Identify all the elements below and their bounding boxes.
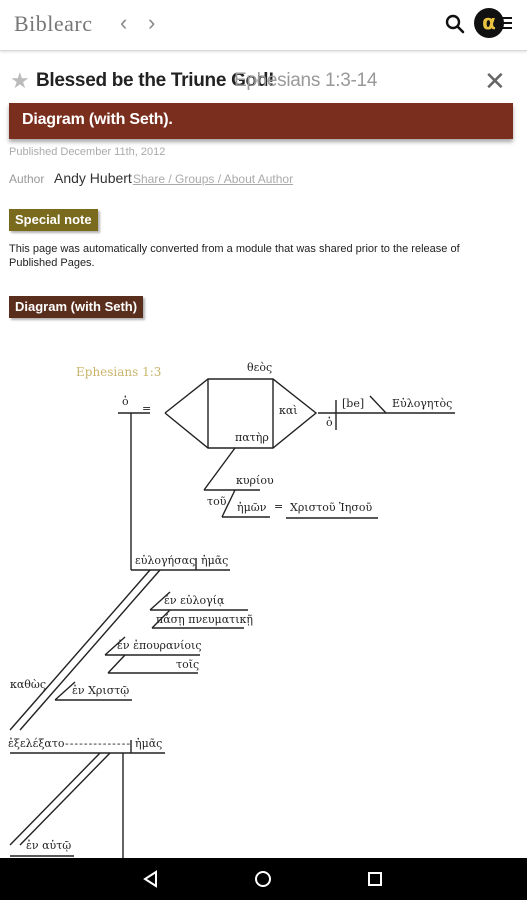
sentence-diagram: Ephesians 1:3 ὁ = θεὸς καὶ πατὴρ ὁ [be] … [8, 361, 455, 858]
special-note-label: Special note [9, 209, 98, 231]
section-banner: Diagram (with Seth). [9, 103, 513, 139]
biblearc-alpha-icon: α [474, 8, 504, 38]
word-theos: θεὸς [247, 361, 272, 374]
page-title: Blessed be the Triune God! [36, 70, 275, 91]
word-christou: Χριστοῦ Ἰησοῦ [290, 501, 372, 514]
word-kathos: καθὼς [10, 678, 46, 691]
diagram-label-title: Diagram (with Seth) [15, 299, 138, 314]
placeholder-dashes: -------------- [65, 737, 131, 750]
menu-button[interactable]: α [474, 6, 514, 42]
author-label: Author [9, 172, 45, 186]
word-en-christo: ἐν Χριστῷ [72, 684, 129, 697]
word-kyriou: κυρίου [236, 474, 274, 487]
section-banner-title: Diagram (with Seth). [22, 111, 173, 128]
recents-square-icon[interactable] [364, 868, 386, 890]
author-name[interactable]: Andy Hubert [54, 170, 132, 186]
word-en-eulogia: ἐν εὐλογίᾳ [164, 594, 225, 607]
word-equals: = [142, 402, 151, 415]
word-equals2: = [274, 500, 283, 513]
verse-label: Ephesians 1:3 [76, 365, 161, 379]
forward-button[interactable]: › [148, 10, 156, 35]
app-bar: Biblearc ‹ › α [0, 0, 527, 51]
word-o: ὁ [122, 395, 129, 408]
app-logo[interactable]: Biblearc [14, 11, 93, 36]
special-note-text: This page was automatically converted fr… [9, 243, 460, 269]
word-kai: καὶ [279, 404, 298, 417]
special-note-title: Special note [15, 212, 92, 227]
word-eulogesas: εὐλογήσας [135, 554, 195, 567]
word-be: [be] [342, 397, 364, 410]
diagram-label: Diagram (with Seth) [9, 296, 144, 318]
word-hemas2: ἡμᾶς [135, 737, 162, 750]
word-exelexato: ἐξελέξατο [8, 737, 65, 750]
word-hemas: ἡμᾶς [201, 554, 228, 567]
hamburger-icon [500, 17, 512, 32]
word-en-epouraniois: ἐν ἐπουρανίοις [117, 639, 202, 652]
word-o2: ὁ [326, 416, 333, 429]
word-hemon: ἡμῶν [237, 501, 267, 514]
search-button[interactable] [444, 13, 466, 35]
word-eulogetos: Εὐλογητὸς [392, 397, 452, 410]
back-button[interactable]: ‹ [120, 10, 128, 35]
star-icon[interactable]: ★ [10, 68, 30, 93]
word-tois: τοῖς [176, 658, 199, 671]
close-icon[interactable]: ✕ [484, 66, 506, 96]
author-row: Author Andy Hubert Share / Groups / Abou… [9, 170, 293, 186]
back-triangle-icon[interactable] [140, 868, 162, 890]
page-title-row: ★ Blessed be the Triune God! Ephesians 1… [10, 66, 520, 96]
published-date: Published December 11th, 2012 [9, 146, 166, 158]
word-en-auto: ἐν αὐτῷ [26, 839, 71, 852]
word-pase-pneumatike: πάσῃ πνευματικῇ [156, 613, 253, 626]
system-nav-bar [0, 858, 527, 900]
author-links[interactable]: Share / Groups / About Author [133, 172, 294, 186]
word-pater: πατὴρ [235, 431, 269, 444]
home-circle-icon[interactable] [252, 868, 274, 890]
search-icon [445, 14, 465, 34]
passage-reference: Ephesians 1:3-14 [234, 70, 378, 91]
word-tou: τοῦ [207, 495, 227, 508]
